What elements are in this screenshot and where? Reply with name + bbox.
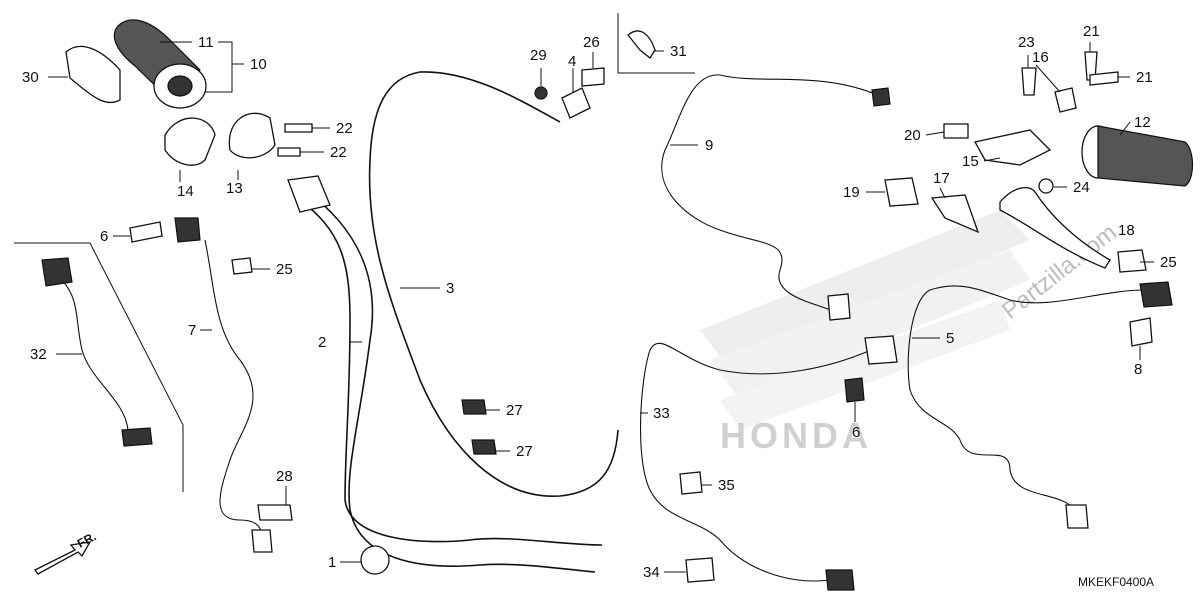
callout-c10: 10	[250, 56, 267, 73]
connector-7b	[251, 529, 273, 553]
cable-3	[368, 71, 619, 497]
nut-29	[534, 86, 548, 100]
callout-c33: 33	[653, 405, 670, 422]
callout-c35: 35	[718, 477, 735, 494]
rubber-sleeve-30	[65, 45, 121, 104]
callout-c22b: 22	[330, 144, 347, 161]
callout-c31: 31	[670, 43, 687, 60]
leader-lines	[48, 41, 1154, 573]
connector-33	[825, 569, 855, 591]
clip-34	[685, 557, 715, 583]
wire-32	[61, 279, 129, 431]
clamp-26	[581, 67, 605, 87]
honda-wing-watermark	[700, 210, 1030, 430]
clip-27a	[461, 399, 487, 415]
lever-holder-15	[974, 129, 1052, 166]
callout-c27b: 27	[516, 443, 533, 460]
callout-c34: 34	[643, 564, 660, 581]
connector-5	[1139, 281, 1173, 308]
ring-1	[360, 545, 390, 575]
band-25b	[1117, 249, 1147, 273]
callout-c5: 5	[946, 330, 954, 347]
front-direction-arrow: FR.	[34, 529, 98, 575]
bolt-21b	[1089, 71, 1119, 86]
wire-9	[661, 74, 881, 316]
nut-24	[1038, 178, 1054, 194]
callout-c23: 23	[1018, 34, 1035, 51]
callout-c12: 12	[1134, 114, 1151, 131]
callout-c15: 15	[962, 153, 979, 170]
grip-12	[1081, 125, 1194, 187]
bracket-17	[930, 194, 980, 234]
callout-c20: 20	[904, 127, 921, 144]
switch-2-throttle-end	[287, 175, 331, 213]
cable-2	[299, 199, 603, 546]
connector-9b	[827, 293, 851, 321]
callout-c27a: 27	[506, 402, 523, 419]
callout-c13: 13	[226, 180, 243, 197]
callout-c17: 17	[933, 170, 950, 187]
callout-c25b: 25	[1160, 254, 1177, 271]
band-25a	[231, 257, 253, 275]
connector-5b	[1065, 504, 1089, 529]
bolt-20	[943, 123, 969, 139]
callout-c21b: 21	[1136, 69, 1153, 86]
throttle-grip-11	[113, 19, 207, 109]
cable-2b	[304, 189, 596, 573]
callout-c26: 26	[583, 34, 600, 51]
clip-28	[257, 504, 293, 521]
callout-c18: 18	[1118, 222, 1135, 239]
clamp-4	[561, 87, 591, 119]
callout-c30: 30	[22, 69, 39, 86]
callout-c19: 19	[843, 184, 860, 201]
wire-5	[907, 285, 1146, 511]
wire-33	[639, 342, 883, 582]
callout-c3: 3	[446, 280, 454, 297]
bracket-16	[1054, 87, 1077, 113]
throttle-housing-13	[228, 112, 276, 159]
callout-c1: 1	[328, 554, 336, 571]
honda-logo-watermark: HONDA	[720, 415, 872, 456]
connector-32	[41, 257, 73, 287]
clutch-lever-18	[999, 186, 1111, 269]
bolt-22a	[284, 123, 313, 133]
clamp-6a	[129, 221, 163, 243]
callout-c8: 8	[1134, 361, 1142, 378]
callout-c32: 32	[30, 346, 47, 363]
wire-7	[204, 239, 263, 541]
callout-c14: 14	[177, 183, 194, 200]
diagram-code: MKEKF0400A	[1078, 575, 1154, 589]
callout-c24: 24	[1073, 179, 1090, 196]
switch-33-box	[864, 335, 898, 365]
callout-c4: 4	[568, 53, 576, 70]
throttle-housing-14	[164, 117, 216, 166]
bolt-23	[1021, 67, 1037, 96]
group-bracket-32	[14, 242, 184, 492]
callout-c25a: 25	[276, 261, 293, 278]
callout-c11: 11	[198, 34, 214, 51]
callout-c29: 29	[530, 47, 547, 64]
clamp-8	[1129, 317, 1153, 347]
callout-c16: 16	[1032, 49, 1049, 66]
clip-27b	[471, 439, 497, 455]
wire-clip-31	[627, 30, 656, 59]
switch-19	[884, 177, 919, 207]
callout-c9: 9	[705, 137, 713, 154]
callout-labels: 1234566789101112131415161718192021212222…	[22, 23, 1177, 581]
callout-c21a: 21	[1083, 23, 1100, 40]
switch-7	[174, 217, 201, 243]
connector-9	[871, 87, 891, 107]
callout-c2: 2	[318, 334, 326, 351]
callout-c7: 7	[188, 322, 196, 339]
clip-35	[679, 471, 703, 495]
bolt-22b	[277, 147, 301, 157]
callout-c28: 28	[276, 468, 293, 485]
callout-c6b: 6	[852, 424, 860, 441]
group-bracket-26-31	[617, 13, 695, 74]
callout-c6a: 6	[100, 228, 108, 245]
clamp-6b	[844, 377, 865, 403]
connector-32b	[121, 427, 153, 447]
callout-c22a: 22	[336, 120, 353, 137]
